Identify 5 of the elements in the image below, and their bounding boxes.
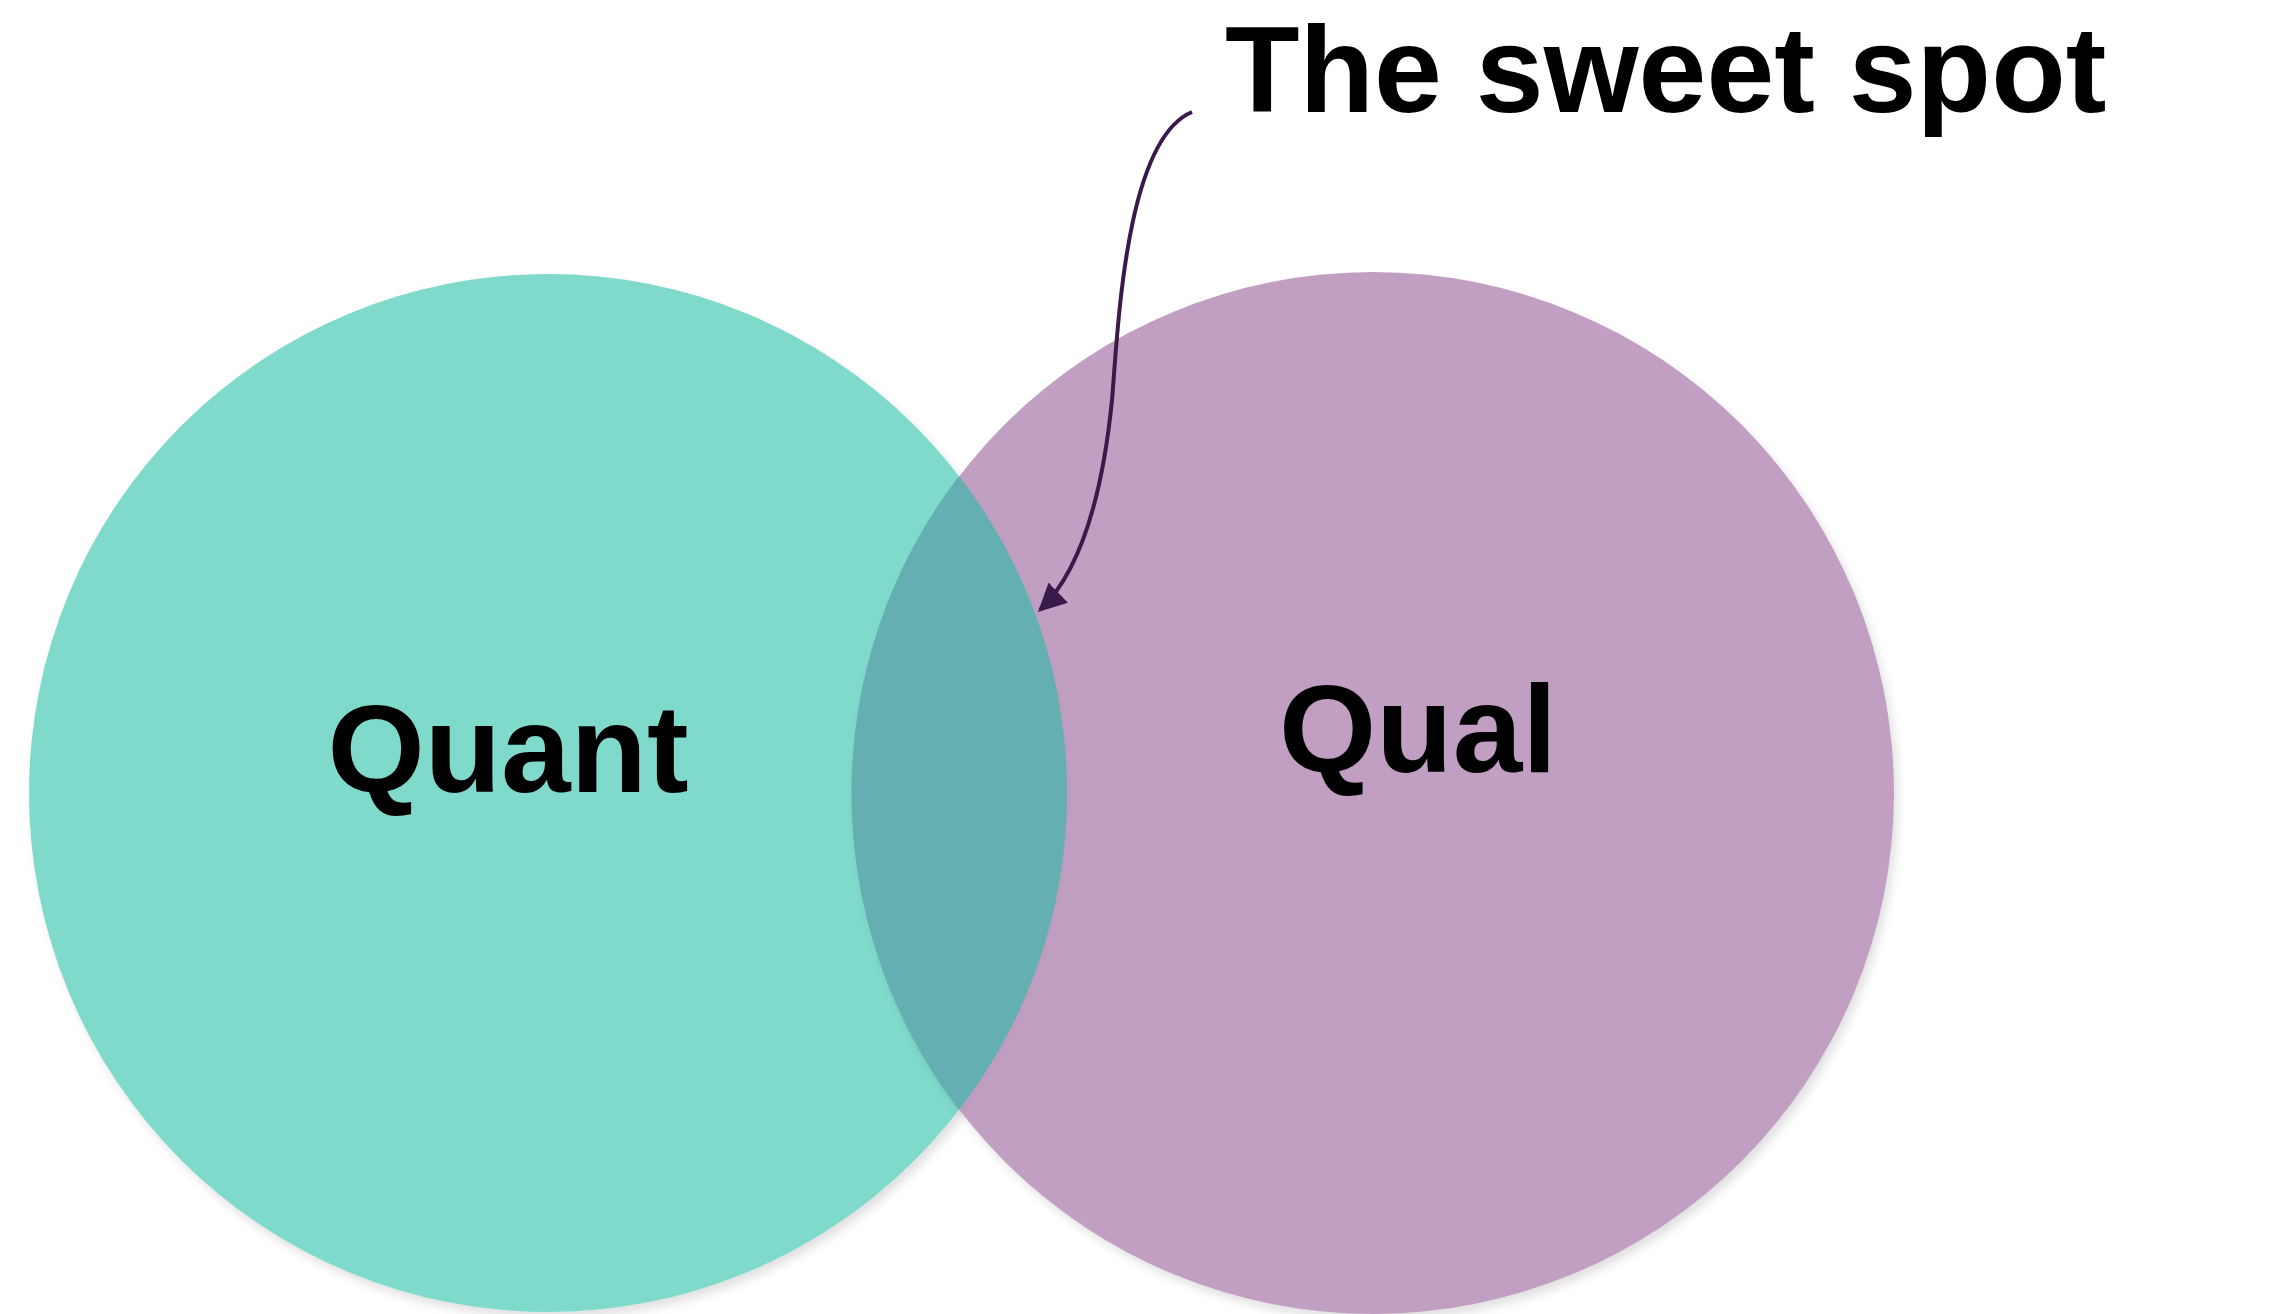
- circle-label: Qual: [1279, 657, 1557, 800]
- overlap-region: [852, 476, 1067, 1110]
- callout-text: The sweet spot: [1225, 2, 2107, 138]
- leader-arrow: [1038, 110, 1194, 613]
- circle-label: Quant: [327, 677, 689, 820]
